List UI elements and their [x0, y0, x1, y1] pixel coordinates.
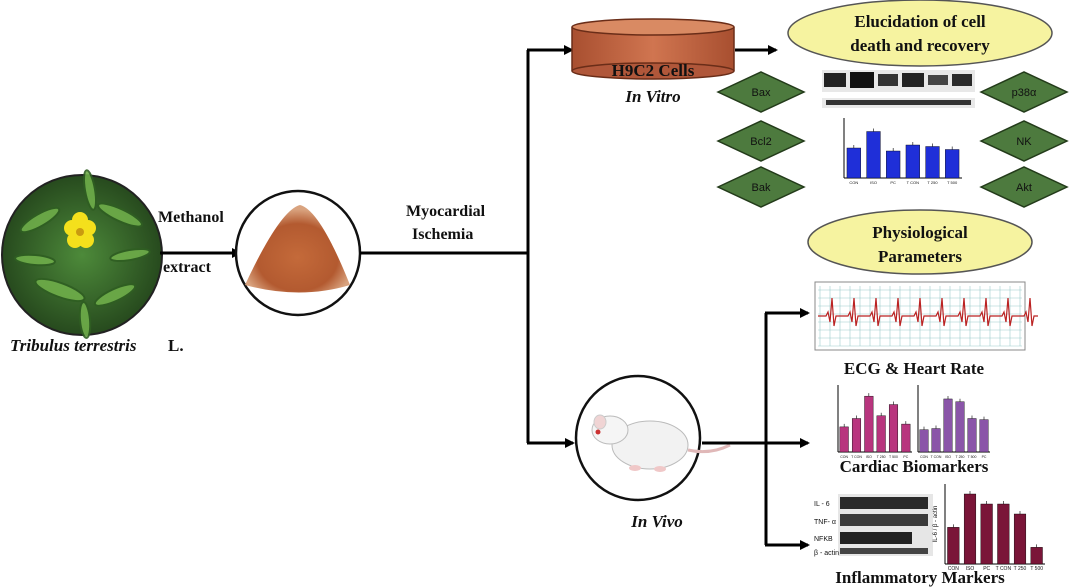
tick-label: CON: [948, 566, 960, 572]
marker-diamond-nk: NK: [979, 120, 1069, 162]
tick-label: PC: [982, 455, 987, 459]
in-vitro-label: In Vitro: [624, 87, 680, 106]
cells-cylinder: [571, 18, 735, 80]
svg-text:Bak: Bak: [752, 182, 771, 194]
tick-label: PC: [890, 180, 896, 185]
elucidation-line2: death and recovery: [850, 36, 990, 55]
physiological-line2: Parameters: [878, 247, 962, 266]
in-vivo-label: In Vivo: [630, 512, 683, 531]
flower-icon: [64, 212, 96, 248]
bar: [876, 415, 886, 453]
bar: [931, 428, 941, 453]
svg-text:p38α: p38α: [1012, 87, 1037, 99]
tick-label: PC: [983, 566, 990, 572]
western-blot-invivo: [838, 494, 933, 556]
tick-label: T CON: [996, 566, 1012, 572]
tick-label: CON: [920, 455, 928, 459]
tick-label: ISO: [866, 455, 872, 459]
elucidation-heading-bubble: [787, 0, 1053, 67]
cells-label: H9C2 Cells: [612, 61, 695, 80]
bar: [947, 527, 960, 565]
marker-diamond-bak: Bak: [716, 166, 806, 208]
bar: [925, 146, 940, 179]
svg-text:Bcl2: Bcl2: [750, 136, 771, 148]
tick-label: T CON: [907, 180, 919, 185]
bar: [866, 131, 881, 179]
ecg-trace: [814, 281, 1038, 351]
bar: [997, 503, 1010, 565]
blot-label-il6: IL - 6: [814, 501, 830, 508]
bar: [888, 404, 899, 453]
ecg-label: ECG & Heart Rate: [844, 359, 985, 378]
tick-label: ISO: [966, 566, 975, 572]
bar: [886, 150, 901, 179]
bar: [979, 419, 989, 453]
svg-text:NK: NK: [1016, 136, 1032, 148]
tick-label: T 250: [956, 455, 965, 459]
tick-label: ISO: [870, 180, 877, 185]
extract-label: extract: [163, 259, 212, 276]
western-blot-invitro: [822, 70, 975, 108]
marker-diamond-bcl2: Bcl2: [716, 120, 806, 162]
blot-label-actin: β - actin: [814, 550, 839, 557]
bar: [1013, 513, 1027, 565]
tick-label: CON: [849, 180, 858, 185]
bar-chart-invitro: CON ISO PC T CON T 250 T 500: [843, 118, 962, 185]
svg-text:Bax: Bax: [752, 87, 771, 99]
bar: [943, 398, 953, 453]
svg-text:Akt: Akt: [1016, 182, 1032, 194]
tick-label: T CON: [931, 455, 942, 459]
methanol-label: Methanol: [158, 209, 224, 226]
inflammatory-ylabel: IL-6 / β - actin: [933, 506, 939, 543]
physiological-line1: Physiological: [872, 223, 968, 242]
tick-label: ISO: [945, 455, 951, 459]
marker-diamond-p38a: p38α: [979, 71, 1069, 113]
bar: [851, 418, 862, 453]
bar: [905, 144, 920, 179]
bar: [945, 149, 960, 179]
tick-label: PC: [903, 455, 908, 459]
bar: [919, 429, 929, 453]
plant-photo: [1, 169, 163, 339]
bar: [864, 395, 874, 453]
bar: [963, 493, 977, 565]
tick-label: T 250: [1014, 566, 1027, 572]
tick-label: T 500: [889, 455, 898, 459]
ischemia-label: Ischemia: [412, 226, 473, 243]
tick-label: T 500: [947, 180, 958, 185]
biomarkers-label: Cardiac Biomarkers: [840, 457, 989, 476]
myocardial-label: Myocardial: [406, 203, 486, 220]
bar: [1030, 547, 1043, 565]
marker-diamond-akt: Akt: [979, 166, 1069, 208]
elucidation-line1: Elucidation of cell: [854, 12, 986, 31]
tick-label: T 250: [927, 180, 938, 185]
tick-label: T CON: [851, 455, 862, 459]
species-name: Tribulus terrestris: [10, 336, 137, 355]
tick-label: T 500: [1030, 566, 1043, 572]
bar: [955, 401, 965, 453]
blot-label-tnf: TNF- α: [814, 519, 836, 526]
physiological-heading-bubble: [807, 209, 1033, 275]
bar: [846, 147, 861, 179]
extract-powder: [234, 189, 362, 317]
tick-label: T 250: [877, 455, 886, 459]
inflammatory-label: Inflammatory Markers: [835, 568, 1005, 587]
bar: [901, 423, 911, 453]
blot-label-nfkb: NFKB: [814, 536, 833, 543]
bar: [839, 426, 849, 453]
tick-label: CON: [840, 455, 848, 459]
tick-label: T 500: [968, 455, 977, 459]
bar: [980, 503, 993, 565]
bar: [967, 418, 977, 453]
species-authority: L.: [168, 336, 184, 355]
marker-diamond-bax: Bax: [716, 71, 806, 113]
rat-photo: [574, 374, 731, 502]
